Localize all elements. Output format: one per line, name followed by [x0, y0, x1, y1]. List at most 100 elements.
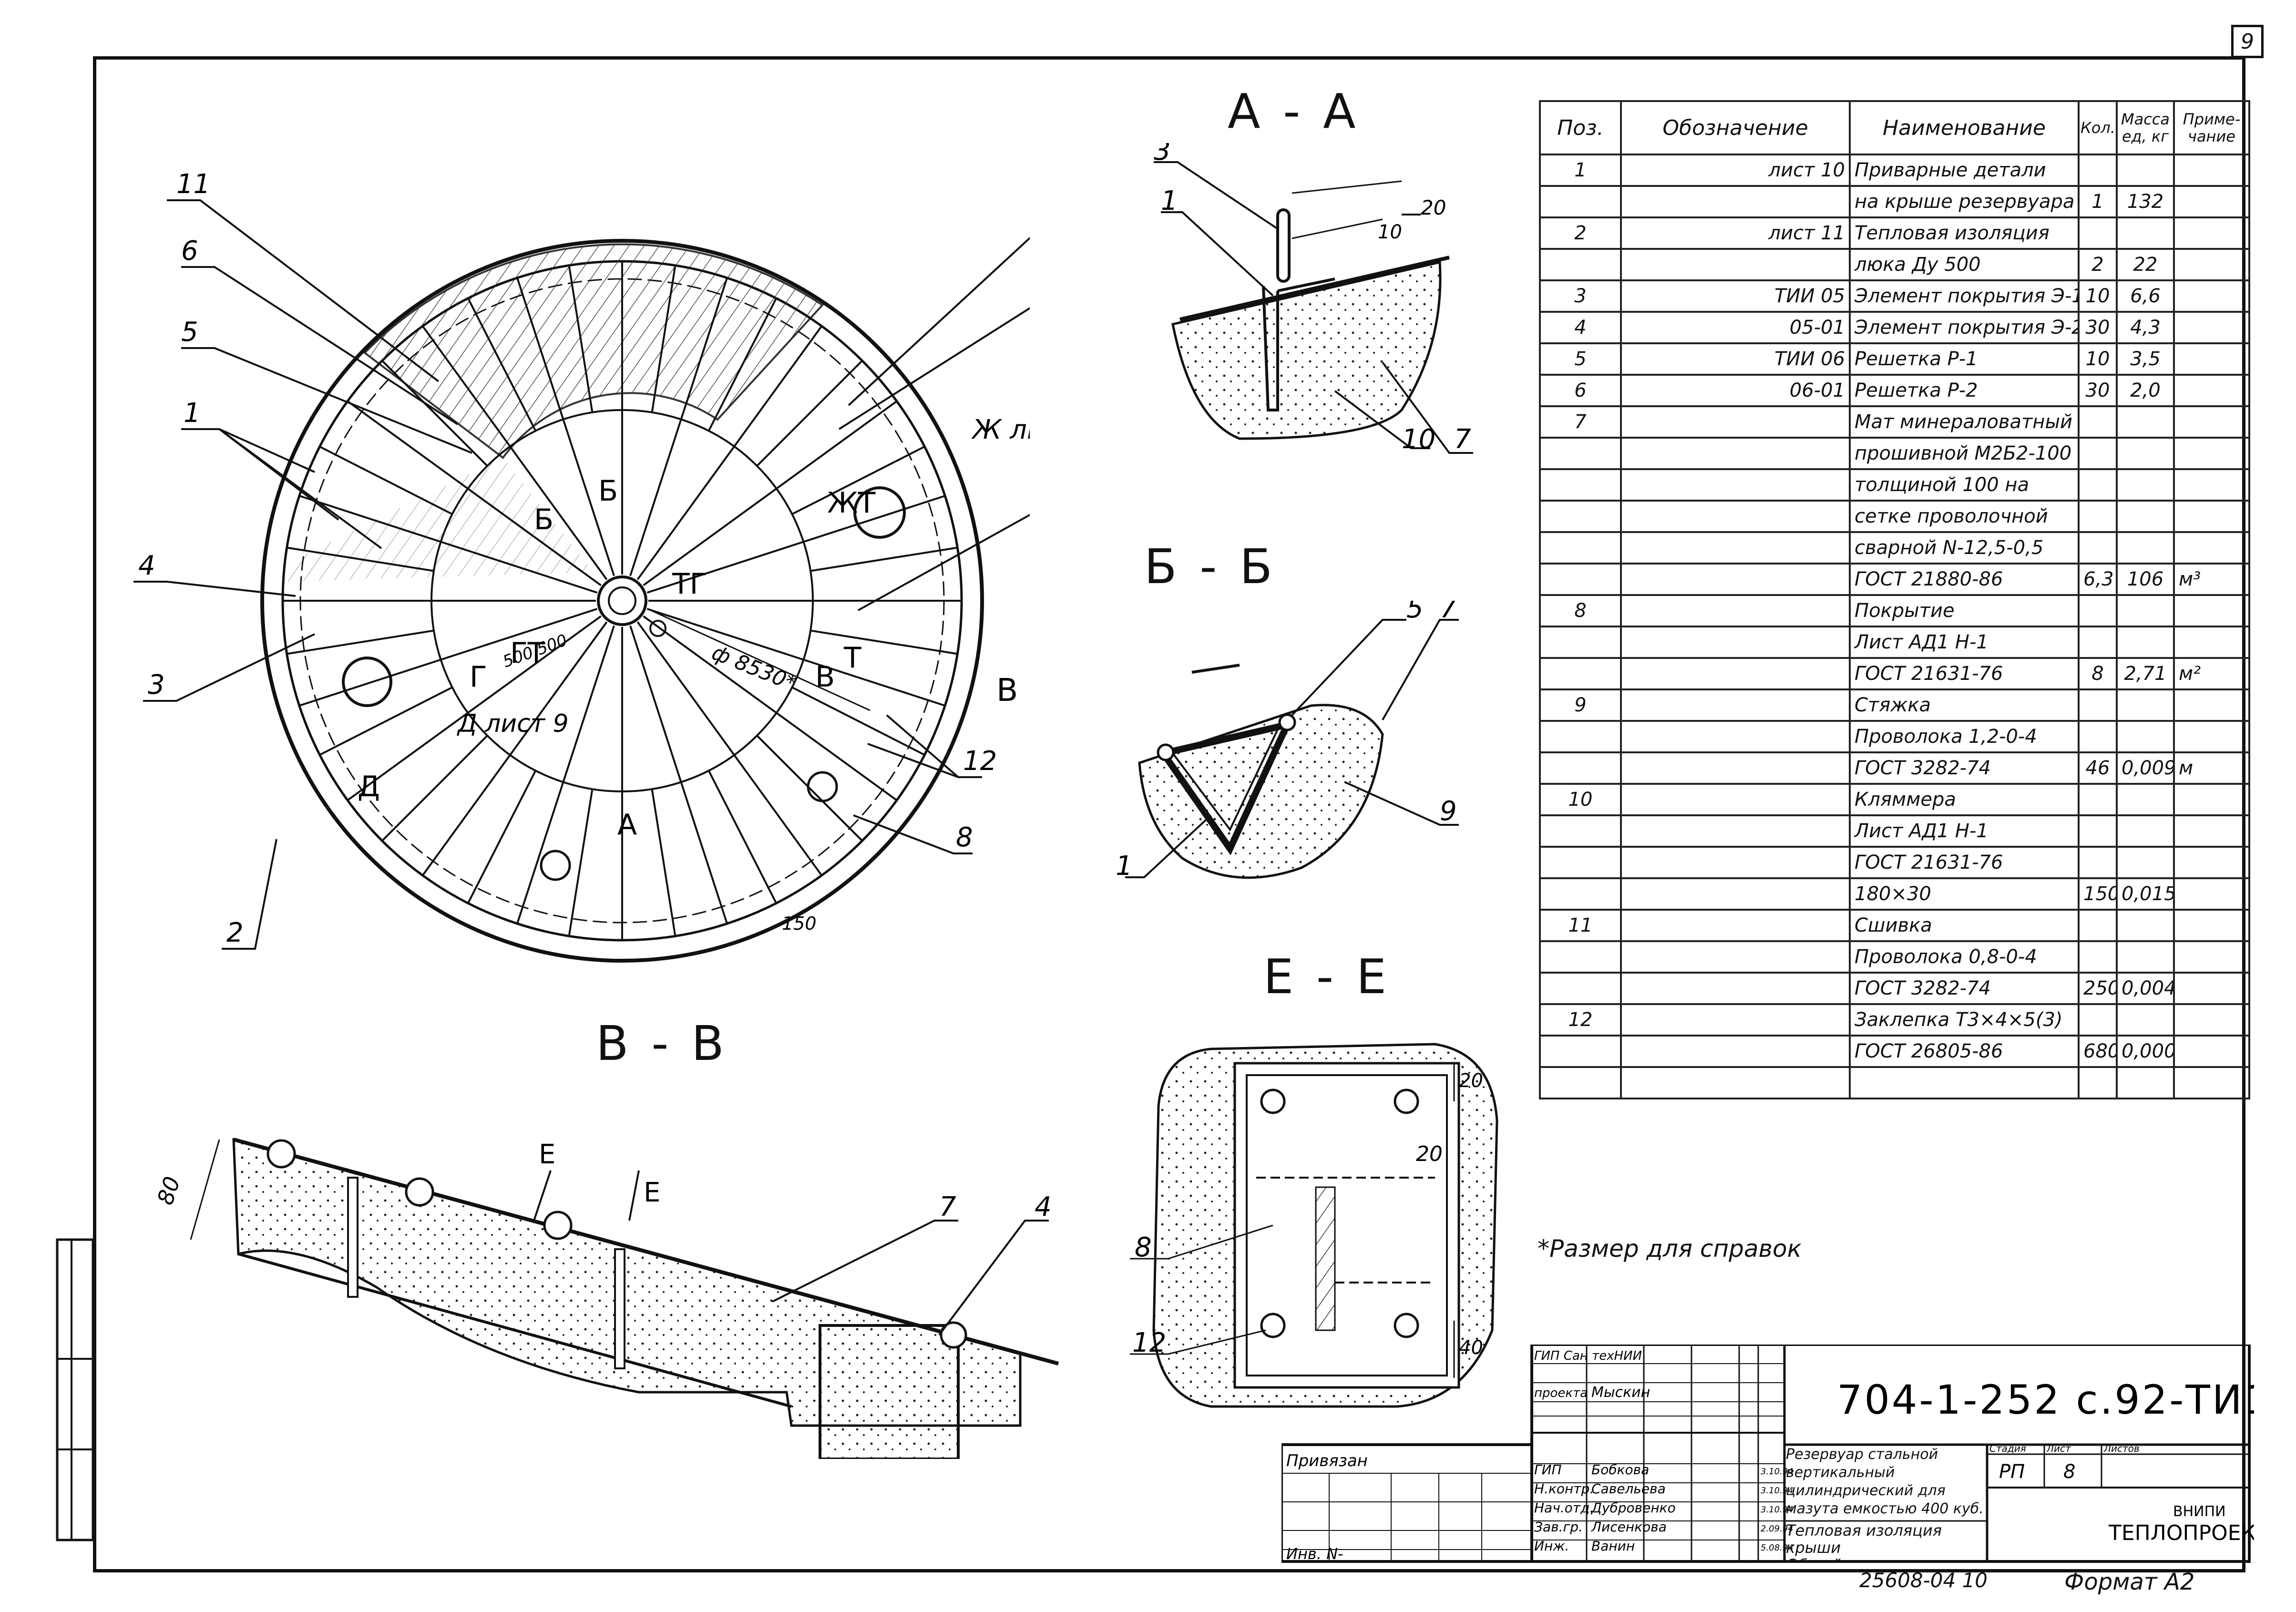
roof-rib: [643, 400, 898, 586]
spec-cell: [2078, 909, 2118, 942]
spec-cell: [1620, 1003, 1851, 1037]
roof-rib: [756, 360, 863, 467]
spec-cell: [2173, 154, 2250, 187]
section-bb-title: Б - Б: [1144, 539, 1276, 595]
spec-cell: [1620, 814, 1851, 848]
spec-cell: [1620, 751, 1851, 785]
spec-cell: [2116, 814, 2175, 848]
spec-cell: [2078, 783, 2118, 816]
roof-rib: [756, 735, 863, 842]
sign-role: Н.контр.: [1534, 1481, 1594, 1497]
spec-cell: [2173, 500, 2250, 533]
spec-cell: [2116, 216, 2175, 250]
col-note: Приме-чание: [2173, 100, 2250, 155]
spec-cell: Мат минераловатный: [1849, 405, 2080, 439]
spec-cell: 0,009: [2116, 751, 2175, 785]
aa-label-20: 20: [1421, 196, 1446, 219]
spec-cell: 2: [2078, 248, 2118, 281]
sheets-header: Листов: [2103, 1443, 2140, 1454]
spec-cell: м³: [2173, 563, 2250, 596]
section-aa-title: А - А: [1228, 83, 1360, 139]
spec-cell: [2078, 531, 2118, 565]
sign-top-role-1: проекта: [1534, 1386, 1588, 1400]
leader-5: 5: [181, 317, 198, 348]
specification-table: Поз. Обозначение Наименование Кол. Масса…: [1539, 100, 2250, 1099]
spec-cell: [1620, 688, 1851, 722]
object-title: Резервуар стальной вертикальный цилиндри…: [1786, 1446, 1984, 1517]
spec-cell: [2173, 814, 2250, 848]
spec-cell: Элемент покрытия Э-1: [1849, 279, 2080, 313]
roof-rib: [421, 621, 608, 876]
spec-cell: 3: [1539, 279, 1622, 313]
spec-cell: [2078, 814, 2118, 848]
manhole-left: [342, 657, 392, 707]
sign-name: Ванин: [1591, 1538, 1635, 1554]
spec-cell: сетке проволочной: [1849, 500, 2080, 533]
spec-cell: [2173, 783, 2250, 816]
sign-name: Дубровенко: [1590, 1500, 1676, 1516]
sign-date: 3.10.94: [1761, 1486, 1794, 1496]
spec-cell: [2116, 626, 2175, 659]
spec-cell: на крыше резервуара: [1849, 185, 2080, 218]
section-mark-gt: ГТ: [510, 637, 545, 670]
spec-cell: [1620, 563, 1851, 596]
spec-row: сетке проволочной: [1539, 500, 2250, 533]
spec-cell: 2: [1539, 216, 1622, 250]
spec-cell: [2078, 216, 2118, 250]
spec-cell: 12: [1539, 1003, 1622, 1037]
roof-rib: [347, 615, 602, 801]
roof-rib: [381, 360, 488, 467]
spec-cell: 0,015: [2116, 877, 2175, 911]
spec-cell: [1539, 814, 1622, 848]
roof-rib: [421, 325, 608, 580]
ee-label-40: 40: [1459, 1337, 1483, 1359]
spec-cell: м²: [2173, 657, 2250, 690]
vv-label-80: 80: [153, 1173, 185, 1208]
section-vv-detail: 80 Е Е 7 4: [153, 1138, 1059, 1459]
spec-cell: 5: [1539, 342, 1622, 376]
spec-cell: Кляммера: [1849, 783, 2080, 816]
ee-label-20a: 20: [1459, 1070, 1483, 1092]
spec-cell: 22: [2116, 248, 2175, 281]
spec-cell: [1539, 751, 1622, 785]
spec-cell: [2173, 374, 2250, 407]
spec-cell: [2173, 311, 2250, 344]
org-name-2: ТЕПЛОПРОЕКТ: [2108, 1521, 2254, 1545]
spec-cell: [2078, 437, 2118, 470]
spec-cell: ГОСТ 21631-76: [1849, 657, 2080, 690]
archive-code: 25608-04 10: [1859, 1569, 1988, 1592]
spec-row: ГОСТ 21631-76: [1539, 846, 2250, 879]
roof-rib: [568, 265, 594, 413]
spec-cell: Элемент покрытия Э-2: [1849, 311, 2080, 344]
spec-cell: [1620, 1066, 1851, 1099]
spec-cell: [2173, 594, 2250, 627]
ee-label-20b: 20: [1416, 1142, 1443, 1166]
tank-outer-circle: [260, 239, 984, 963]
spec-cell: [1620, 972, 1851, 1005]
roof-rib: [299, 608, 598, 707]
roof-rib: [707, 770, 778, 904]
spec-cell: [1620, 248, 1851, 281]
spec-cell: [2116, 405, 2175, 439]
spec-cell: 0,004: [2116, 972, 2175, 1005]
spec-cell: [1620, 500, 1851, 533]
section-mark-a: А: [617, 808, 637, 842]
section-ee-title: Е - Е: [1263, 949, 1391, 1005]
spec-row: Проволока 0,8-0-4: [1539, 940, 2250, 974]
bb-label-1: 1: [1116, 851, 1133, 882]
spec-cell: Стяжка: [1849, 688, 2080, 722]
spec-cell: 132: [2116, 185, 2175, 218]
sign-date: 2.09.94: [1761, 1524, 1794, 1534]
spec-cell: 8: [2078, 657, 2118, 690]
sheet-ref-d: Д лист 9: [457, 709, 569, 738]
bb-label-7: 7: [1440, 601, 1457, 624]
spec-row: толщиной 100 на: [1539, 468, 2250, 502]
roof-rib: [646, 495, 945, 594]
spec-cell: ГОСТ 3282-74: [1849, 751, 2080, 785]
spec-row: [1539, 1066, 2250, 1099]
spec-cell: [2078, 405, 2118, 439]
spec-cell: [2173, 342, 2250, 376]
section-aa-detail: 3 1 20 10 10 7: [1154, 143, 1473, 455]
section-bb-detail: 5 7 9 1: [1116, 601, 1459, 882]
